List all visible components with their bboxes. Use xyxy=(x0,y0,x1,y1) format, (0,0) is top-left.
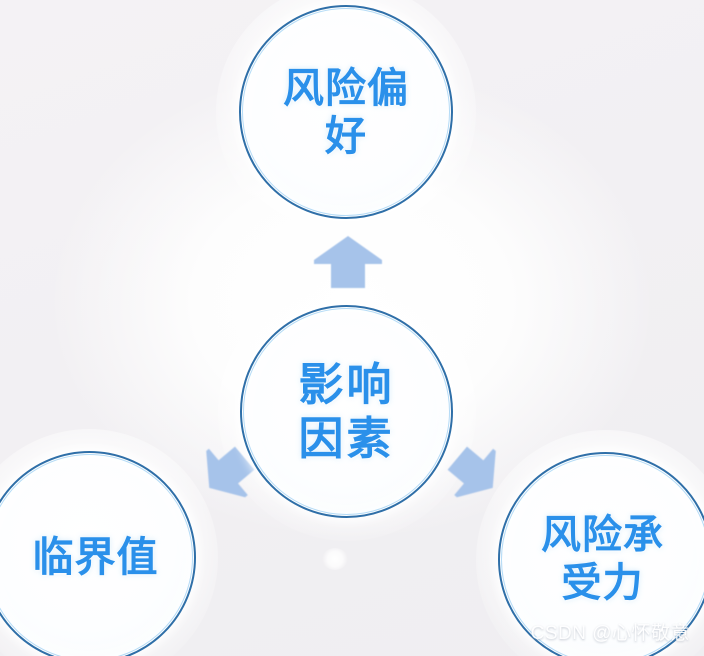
watermark-label: CSDN @心怀敬意 xyxy=(530,623,690,644)
node-label-risk-tolerance: 风险承 受力 xyxy=(541,513,664,605)
node-ring xyxy=(498,452,704,656)
node-threshold-value[interactable]: 临界值 xyxy=(0,451,196,656)
node-label-influencing-factors: 影响 因素 xyxy=(298,359,395,464)
arrow-up-icon xyxy=(312,234,384,290)
node-risk-preference[interactable]: 风险偏 好 xyxy=(239,5,453,219)
node-label-risk-preference: 风险偏 好 xyxy=(283,64,409,159)
node-risk-tolerance[interactable]: 风险承 受力 xyxy=(498,452,704,656)
node-ring xyxy=(0,451,196,656)
node-label-threshold-value: 临界值 xyxy=(32,534,159,581)
decorative-speck xyxy=(322,548,348,570)
node-ring xyxy=(240,305,453,518)
node-influencing-factors[interactable]: 影响 因素 xyxy=(240,305,453,518)
node-ring xyxy=(239,5,453,219)
